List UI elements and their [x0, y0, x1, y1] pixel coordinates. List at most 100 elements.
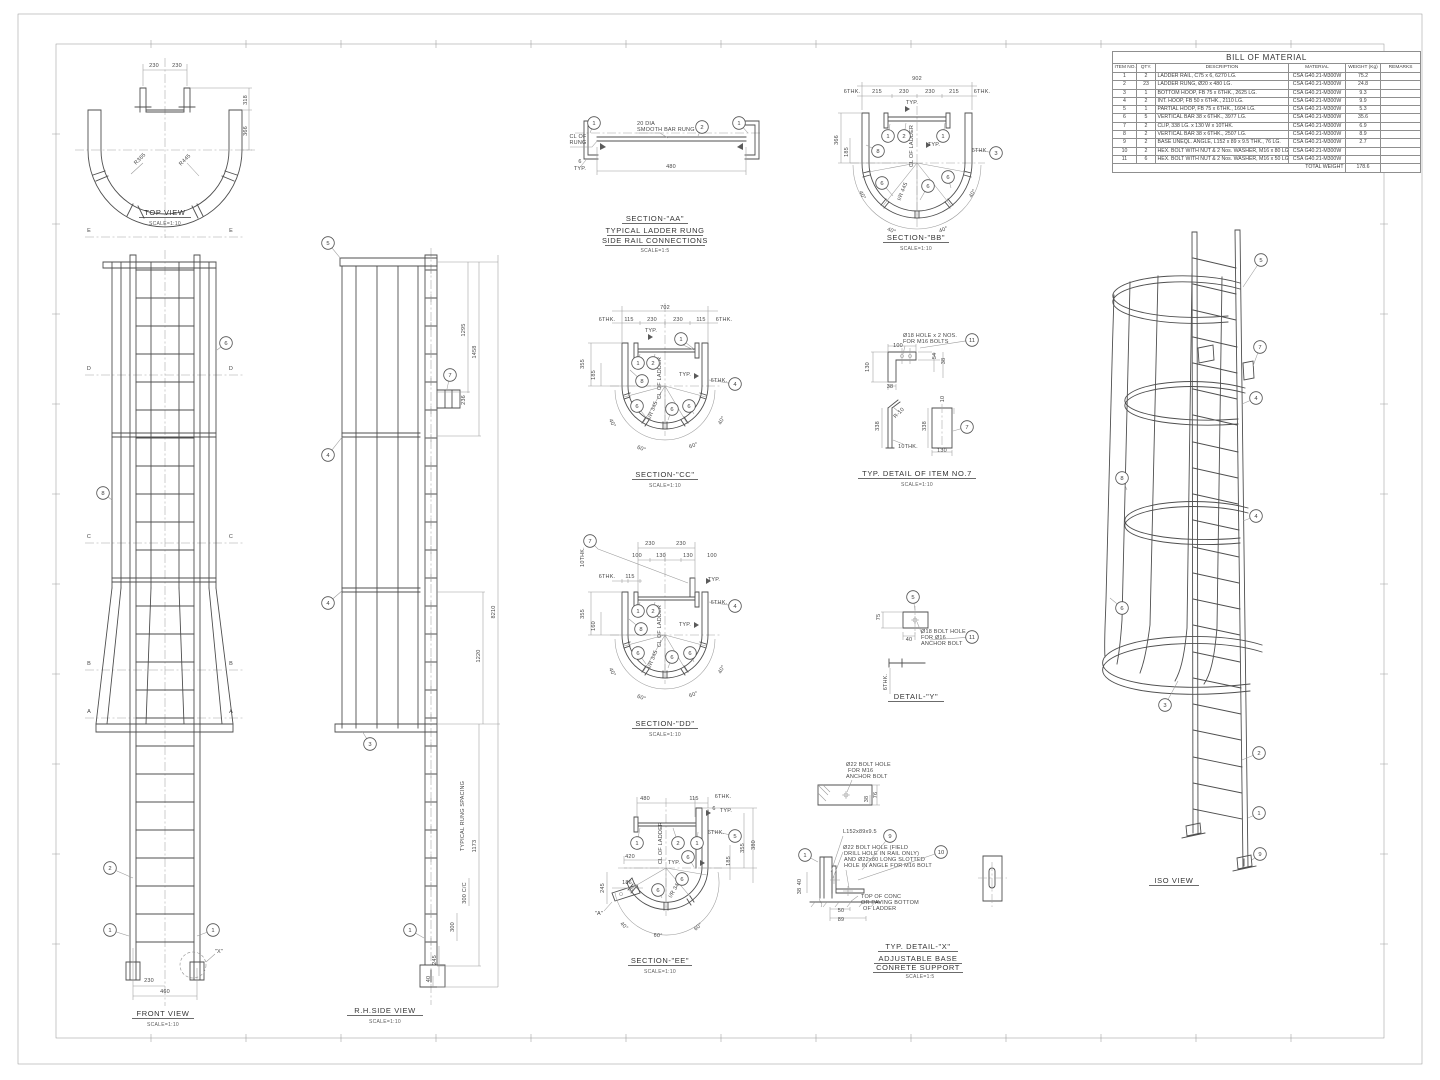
dim-label: 20 DIA	[637, 121, 655, 127]
item-balloon-number: 2	[108, 866, 111, 872]
item-balloon	[965, 630, 979, 644]
dim-label: 230	[899, 89, 909, 95]
bom-weight: 75.2	[1345, 71, 1381, 82]
item-balloon	[1252, 746, 1266, 760]
dim-label: 6THK.	[844, 89, 861, 95]
dim-label: D	[229, 366, 233, 372]
dim-label: I/R 445	[897, 182, 910, 202]
item-balloon-number: 4	[733, 604, 737, 610]
dim-label: 480	[666, 164, 676, 170]
bom-row: 4 2 INT. HOOP, FB 50 x 6THK., 2110 LG. C…	[1112, 96, 1422, 107]
item-balloon	[875, 176, 889, 190]
view-scale: SCALE=1:10	[649, 483, 681, 489]
balloon-leader	[952, 428, 962, 432]
view-title: SECTION-"EE"	[631, 956, 689, 965]
bom-item-no: 1	[1112, 71, 1137, 82]
bom-description: VERTICAL BAR 38 x 6THK., 3977 LG.	[1155, 113, 1289, 123]
bom-item-no: 5	[1112, 105, 1137, 115]
dim-label: 355	[740, 843, 746, 853]
dim-label: C	[87, 534, 91, 540]
item-balloon-number: 6	[636, 651, 639, 657]
detail-x-geometry	[806, 779, 1007, 921]
bom-header: QTY.	[1136, 63, 1156, 73]
dim-label: ANCHOR BOLT	[846, 774, 888, 780]
dim-label: 185	[591, 370, 597, 380]
dim-label: 230	[144, 978, 154, 984]
view-title: DETAIL-"Y"	[894, 692, 939, 701]
bom-remarks	[1379, 130, 1422, 140]
bom-item-no: 7	[1112, 121, 1137, 132]
dim-label: 1173	[472, 840, 478, 853]
item-balloon-number: 1	[108, 928, 111, 934]
balloon-leader	[708, 829, 729, 835]
dim-label: SMOOTH BAR RUNG	[637, 127, 695, 133]
detail-item7-geometry	[871, 344, 955, 456]
balloon-leader	[1167, 680, 1179, 700]
item-balloon-number: 1	[636, 361, 639, 367]
item-balloon	[1252, 806, 1266, 820]
dim-label: 460	[160, 989, 170, 995]
bom-qty: 1	[1136, 105, 1156, 115]
view-scale: SCALE=1:10	[369, 1019, 401, 1025]
bom-description: BASE UNEQL. ANGLE, L152 x 89 x 9.5 THK.,…	[1155, 138, 1289, 148]
view-scale: SCALE=1:10	[147, 1022, 179, 1028]
dim-label: 75	[876, 614, 882, 621]
balloon-leader	[904, 122, 907, 130]
bom-weight	[1345, 154, 1381, 165]
dim-label: FOR Ø16	[921, 635, 946, 641]
bom-material: CSA G40.21-M300W	[1288, 146, 1346, 156]
item-balloon-number: 8	[640, 379, 643, 385]
dim-label: 245	[600, 883, 606, 893]
view-title: ADJUSTABLE BASE	[879, 954, 958, 963]
bom-row: 2 23 LADDER RUNG, Ø20 x 480 LG. CSA G40.…	[1112, 80, 1422, 90]
item-balloon	[651, 883, 665, 897]
item-balloon	[883, 829, 897, 843]
dim-label: 185	[726, 856, 732, 866]
bom-item-no: 8	[1112, 130, 1137, 140]
dim-label: 6	[578, 159, 581, 165]
bom-header-row: ITEM NO. QTY. DESCRIPTION MATERIAL WEIGH…	[1112, 63, 1422, 73]
balloon-leader	[628, 618, 637, 626]
dim-label: 60°	[653, 933, 662, 940]
balloon-leader	[1247, 815, 1254, 819]
item-balloon	[921, 179, 935, 193]
iso-view-geometry	[1102, 229, 1263, 872]
balloon-leader	[857, 853, 936, 881]
item-balloon	[443, 368, 457, 382]
bom-material: CSA G40.21-M300W	[1288, 154, 1346, 165]
dim-label: 366	[834, 135, 840, 145]
item-balloon-number: 4	[1254, 396, 1258, 402]
bom-qty: 2	[1136, 71, 1156, 82]
dim-label: 10THK.	[580, 547, 586, 567]
dim-label: OR PAVING BOTTOM	[861, 900, 919, 906]
dim-label: D	[87, 366, 91, 372]
bom-title: BILL OF MATERIAL	[1111, 51, 1422, 64]
view-scale: SCALE=1:10	[901, 482, 933, 488]
bom-weight: 8.9	[1345, 130, 1381, 140]
bom-total-value: 178.6	[1345, 163, 1381, 173]
item-balloon	[219, 336, 233, 350]
dim-label: TOP OF CONC	[861, 894, 901, 900]
bom-weight: 6.9	[1345, 121, 1381, 132]
dim-label: 100	[632, 553, 642, 559]
dim-label: 6THK.	[883, 673, 889, 690]
balloon-leader	[415, 932, 425, 939]
dim-label: 300 C/C	[462, 882, 468, 904]
dim-label: OF LADDER	[863, 906, 896, 912]
item-balloon-number: 2	[676, 841, 679, 847]
item-balloon-number: 8	[639, 627, 642, 633]
item-balloon-number: 4	[733, 382, 737, 388]
view-title: R.H.SIDE VIEW	[354, 1006, 416, 1015]
item-balloon	[681, 850, 695, 864]
dim-label: 160	[591, 621, 597, 631]
dim-label: 40°	[607, 667, 616, 678]
view-scale: SCALE=1:5	[641, 248, 670, 254]
item-balloon	[728, 377, 742, 391]
dim-label: 186	[622, 880, 632, 886]
item-balloon	[941, 170, 955, 184]
item-balloon-number: 7	[588, 539, 591, 545]
item-balloon	[646, 604, 660, 618]
dim-label: 480	[640, 796, 650, 802]
dim-label: 6THK.	[716, 317, 733, 323]
